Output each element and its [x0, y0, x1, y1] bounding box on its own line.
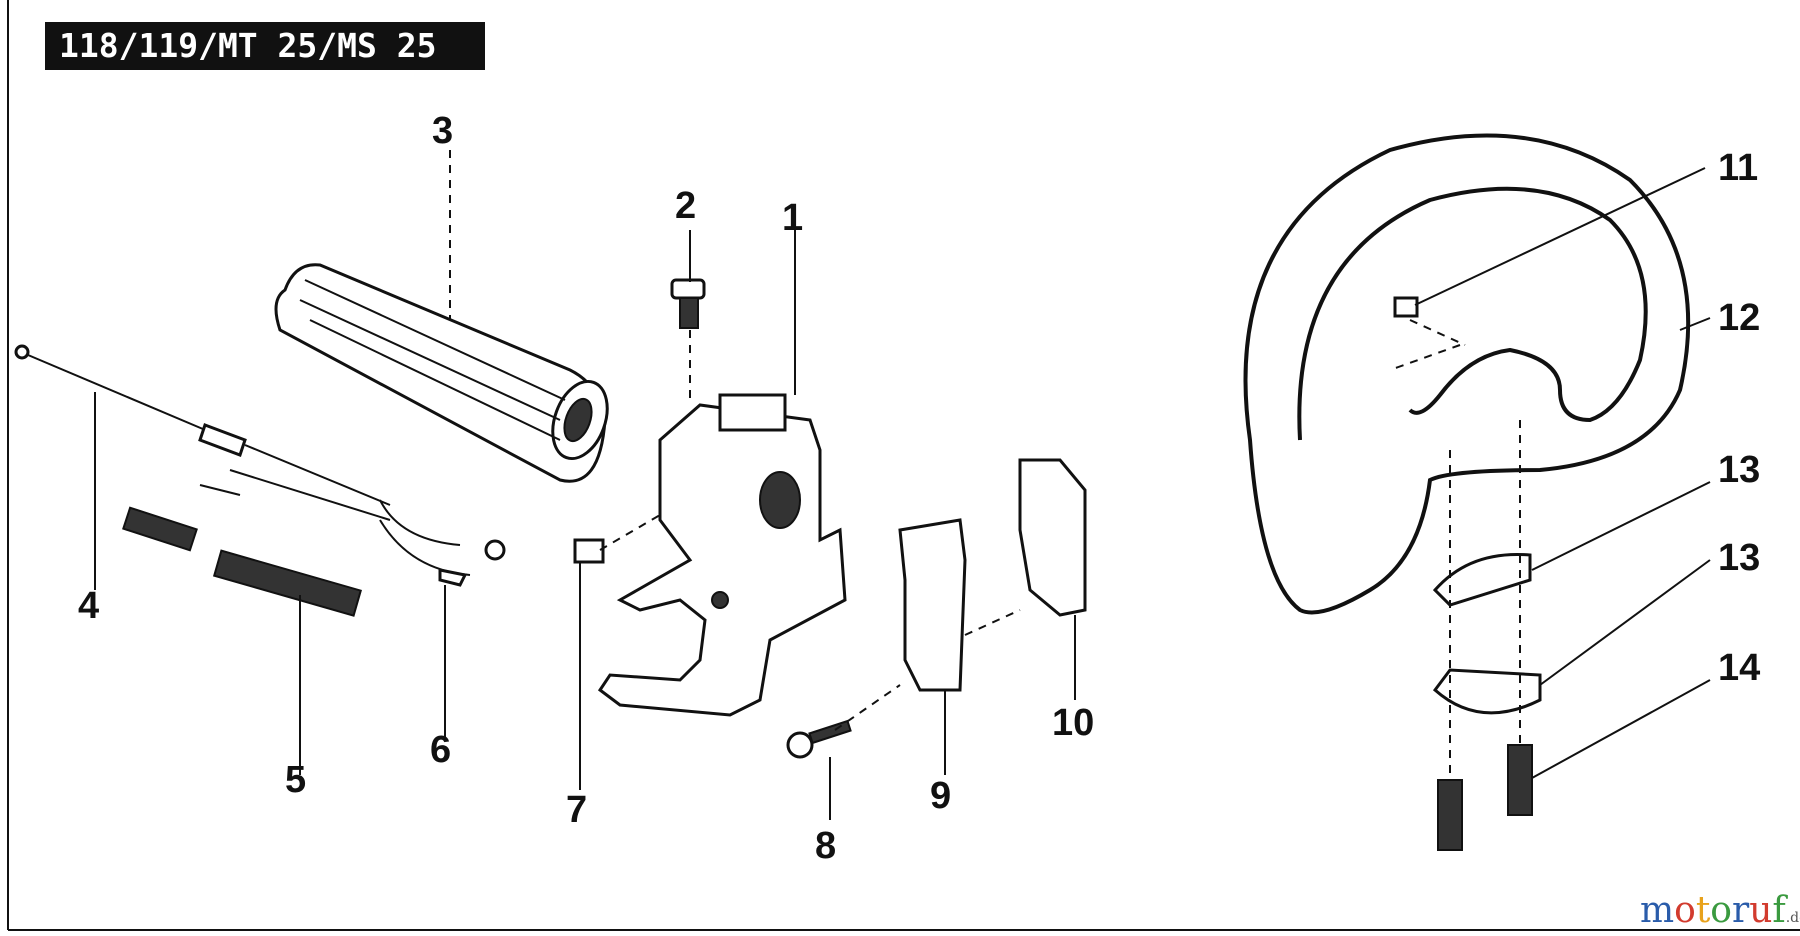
part-12-loop-handle — [1243, 133, 1691, 615]
callout-7: 7 — [566, 789, 587, 831]
leader-lines — [94, 150, 1711, 820]
part-13-clamp-upper — [1432, 552, 1532, 607]
callout-13-upper: 13 — [1718, 449, 1760, 491]
part-2-screw — [670, 278, 706, 329]
callout-5: 5 — [285, 759, 306, 801]
wm-letter-t: t — [1696, 890, 1711, 931]
part-13-clamp-lower — [1432, 668, 1542, 715]
callout-1: 1 — [782, 197, 803, 239]
wm-letter-o: o — [1674, 890, 1696, 931]
part-8-screw — [786, 719, 852, 759]
part-14-bolt-right — [1507, 744, 1533, 816]
diagram-title: 118/119/MT 25/MS 25 — [45, 22, 485, 70]
wm-letter-r: r — [1732, 890, 1750, 931]
callout-8: 8 — [815, 825, 836, 867]
callout-9: 9 — [930, 775, 951, 817]
callout-6: 6 — [430, 729, 451, 771]
callout-13-lower: 13 — [1718, 537, 1760, 579]
wm-letter-u: u — [1749, 890, 1772, 931]
wm-letter-m: m — [1640, 890, 1674, 931]
wm-letter-f: f — [1772, 890, 1788, 931]
wm-letter-o2: o — [1710, 890, 1732, 931]
callout-12: 12 — [1718, 297, 1760, 339]
part-11-nut — [1393, 296, 1419, 318]
wm-suffix: .de — [1786, 910, 1800, 926]
callout-3: 3 — [432, 110, 453, 152]
callout-14: 14 — [1718, 647, 1760, 689]
callout-numbers: 3 2 1 4 5 6 7 8 9 10 11 12 13 13 14 — [78, 110, 1760, 867]
callout-10: 10 — [1052, 702, 1094, 744]
watermark-logo: motoruf.de — [1640, 890, 1800, 931]
callout-4: 4 — [78, 585, 99, 627]
callout-2: 2 — [675, 185, 696, 227]
part-3-grip-sleeve — [274, 263, 609, 483]
part-9-switch — [898, 518, 967, 692]
part-4-cable — [14, 344, 506, 587]
part-1-handle-housing — [597, 393, 847, 717]
part-5-springs — [122, 506, 362, 617]
part-7-nut — [573, 538, 605, 564]
callout-11: 11 — [1718, 147, 1758, 189]
part-10-clamp — [1018, 458, 1087, 617]
part-14-bolt-left — [1437, 779, 1463, 851]
